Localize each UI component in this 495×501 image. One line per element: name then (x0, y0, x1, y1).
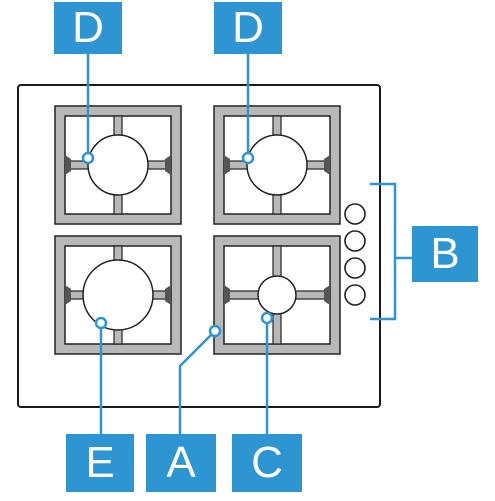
label-a: A (146, 434, 216, 492)
pan-support-frame (213, 105, 341, 225)
label-e: E (66, 434, 134, 492)
pan-support-frame (54, 105, 182, 225)
pan-support-frame (54, 235, 182, 355)
prong-notch (65, 155, 71, 175)
dot-d-right (241, 151, 255, 165)
label-d-left: D (54, 2, 122, 54)
control-knob (344, 230, 366, 252)
control-knob (344, 203, 366, 225)
pan-support-2 (213, 105, 341, 225)
dot-c (260, 311, 274, 325)
prong-notch (324, 285, 330, 305)
control-knob (344, 257, 366, 279)
pan-support-1 (54, 105, 182, 225)
leader-lines (86, 54, 269, 434)
dot-a (208, 324, 222, 338)
pan-support-frame (213, 235, 341, 355)
prong-notch (224, 285, 230, 305)
leader-dots (81, 151, 274, 338)
prong-notch (165, 285, 171, 305)
control-knob (344, 284, 366, 306)
large-burner (82, 259, 154, 331)
control-knobs (344, 203, 366, 306)
label-d-right: D (214, 2, 282, 54)
prong-notch (224, 155, 230, 175)
dot-e (94, 316, 108, 330)
pan-support-3 (54, 235, 182, 355)
prong-notch (324, 155, 330, 175)
small-burner (257, 275, 297, 315)
pan-support-grids (54, 105, 341, 355)
dot-d-left (81, 151, 95, 165)
medium-burner (246, 134, 308, 196)
pan-support-4 (213, 235, 341, 355)
leader-a (178, 330, 216, 434)
medium-burner (87, 134, 149, 196)
label-b: B (412, 226, 478, 282)
prong-notch (165, 155, 171, 175)
prong-notch (65, 285, 71, 305)
controls-bracket (370, 182, 412, 321)
label-c: C (232, 434, 302, 492)
